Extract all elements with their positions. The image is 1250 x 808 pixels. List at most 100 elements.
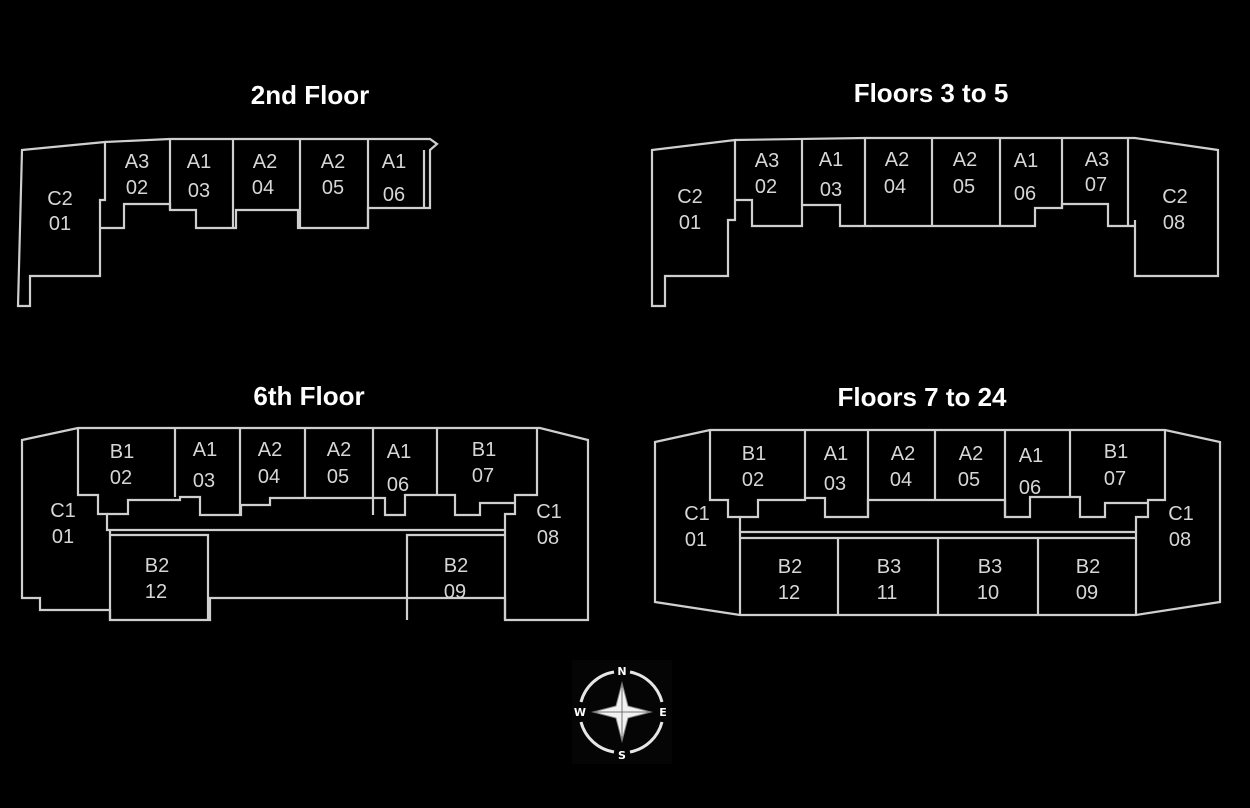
unit-b1-07[interactable]: B1 07 [472, 439, 496, 487]
unit-b2-12[interactable]: B2 12 [778, 556, 802, 604]
svg-text:A1: A1 [1019, 445, 1043, 467]
svg-text:C1: C1 [1168, 503, 1194, 525]
unit-a1-06[interactable]: A1 06 [387, 441, 411, 496]
svg-text:A2: A2 [953, 149, 977, 171]
unit-a3-07[interactable]: A3 07 [1085, 149, 1109, 196]
svg-text:06: 06 [387, 474, 409, 496]
unit-b3-11[interactable]: B3 11 [877, 556, 902, 604]
unit-b2-09[interactable]: B2 09 [444, 555, 468, 603]
svg-text:C1: C1 [536, 501, 562, 523]
svg-text:05: 05 [958, 469, 980, 491]
svg-text:B3: B3 [978, 556, 1002, 578]
svg-text:B1: B1 [1104, 441, 1128, 463]
unit-c2-01[interactable]: C2 01 [677, 186, 703, 234]
unit-a2-04[interactable]: A2 04 [890, 443, 915, 491]
unit-a2-05[interactable]: A2 05 [327, 439, 351, 488]
unit-a1-06[interactable]: A1 06 [382, 151, 406, 206]
floor-title: Floors 3 to 5 [854, 78, 1009, 108]
svg-text:11: 11 [877, 582, 898, 604]
floor-outline [20, 426, 590, 622]
svg-text:A3: A3 [755, 150, 779, 172]
unit-c2-01[interactable]: C2 01 [47, 188, 73, 235]
unit-a1-06[interactable]: A1 06 [1014, 150, 1038, 205]
unit-c1-08[interactable]: C1 08 [536, 501, 562, 549]
svg-text:08: 08 [1163, 212, 1185, 234]
svg-text:02: 02 [742, 469, 764, 491]
svg-text:07: 07 [472, 465, 494, 487]
svg-text:C1: C1 [50, 500, 76, 522]
svg-text:03: 03 [824, 473, 846, 495]
svg-text:B1: B1 [472, 439, 496, 461]
svg-text:05: 05 [327, 466, 349, 488]
svg-text:04: 04 [252, 177, 274, 199]
svg-text:09: 09 [1076, 582, 1098, 604]
svg-text:01: 01 [685, 529, 707, 551]
unit-b2-09[interactable]: B2 09 [1076, 556, 1100, 604]
svg-text:B2: B2 [1076, 556, 1100, 578]
floor-title: 6th Floor [253, 381, 364, 411]
svg-text:07: 07 [1085, 174, 1107, 196]
svg-text:06: 06 [383, 184, 405, 206]
unit-a1-03[interactable]: A1 03 [193, 439, 217, 492]
unit-b2-12[interactable]: B2 12 [145, 555, 169, 603]
unit-c2-08[interactable]: C2 08 [1162, 186, 1188, 234]
unit-a3-02[interactable]: A3 02 [125, 151, 149, 199]
unit-b3-10[interactable]: B3 10 [977, 556, 1002, 604]
svg-text:A1: A1 [187, 151, 211, 173]
svg-text:B2: B2 [145, 555, 169, 577]
floor-outline [650, 136, 1220, 308]
unit-a2-04[interactable]: A2 04 [884, 149, 909, 198]
svg-text:08: 08 [537, 527, 559, 549]
unit-b1-07[interactable]: B1 07 [1104, 441, 1128, 490]
unit-a2-04[interactable]: A2 04 [252, 151, 277, 199]
unit-a2-05[interactable]: A2 05 [953, 149, 977, 198]
svg-text:05: 05 [953, 176, 975, 198]
unit-b1-02[interactable]: B1 02 [742, 443, 766, 491]
svg-text:B2: B2 [444, 555, 468, 577]
svg-text:A2: A2 [258, 439, 282, 461]
svg-text:A1: A1 [819, 149, 843, 171]
svg-text:A2: A2 [327, 439, 351, 461]
unit-a3-02[interactable]: A3 02 [755, 150, 779, 198]
compass-north: N [617, 665, 626, 678]
floor-outline [653, 428, 1222, 617]
svg-text:03: 03 [820, 179, 842, 201]
svg-text:B3: B3 [877, 556, 901, 578]
unit-a1-03[interactable]: A1 03 [187, 151, 211, 202]
unit-a2-05[interactable]: A2 05 [958, 443, 983, 491]
svg-text:07: 07 [1104, 468, 1126, 490]
unit-c1-01[interactable]: C1 01 [50, 500, 76, 548]
svg-text:12: 12 [145, 581, 167, 603]
unit-b1-02[interactable]: B1 02 [110, 441, 134, 489]
svg-text:A1: A1 [387, 441, 411, 463]
svg-text:10: 10 [977, 582, 999, 604]
svg-text:02: 02 [755, 176, 777, 198]
svg-text:A2: A2 [321, 151, 345, 173]
svg-text:A1: A1 [193, 439, 217, 461]
svg-text:03: 03 [188, 180, 210, 202]
compass-east: E [659, 706, 667, 719]
svg-text:A2: A2 [253, 151, 277, 173]
compass-west: W [574, 706, 586, 719]
unit-a1-03[interactable]: A1 03 [819, 149, 843, 201]
svg-text:01: 01 [52, 526, 74, 548]
floor-plan-6th-floor: 6th Floor C1 01 B1 02 A1 03 A [20, 381, 590, 622]
svg-text:05: 05 [322, 177, 344, 199]
svg-text:12: 12 [778, 582, 800, 604]
svg-text:C1: C1 [684, 503, 710, 525]
unit-a2-04[interactable]: A2 04 [258, 439, 282, 488]
svg-text:03: 03 [193, 470, 215, 492]
unit-c1-01[interactable]: C1 01 [684, 503, 710, 551]
unit-c1-08[interactable]: C1 08 [1168, 503, 1194, 551]
unit-a1-06[interactable]: A1 06 [1019, 445, 1043, 499]
svg-text:A2: A2 [891, 443, 915, 465]
svg-text:B1: B1 [742, 443, 766, 465]
compass-south: S [618, 749, 626, 762]
svg-text:01: 01 [679, 212, 701, 234]
unit-a2-05[interactable]: A2 05 [321, 151, 345, 199]
svg-text:B2: B2 [778, 556, 802, 578]
svg-text:06: 06 [1019, 477, 1041, 499]
svg-text:06: 06 [1014, 183, 1036, 205]
unit-a1-03[interactable]: A1 03 [824, 443, 848, 495]
